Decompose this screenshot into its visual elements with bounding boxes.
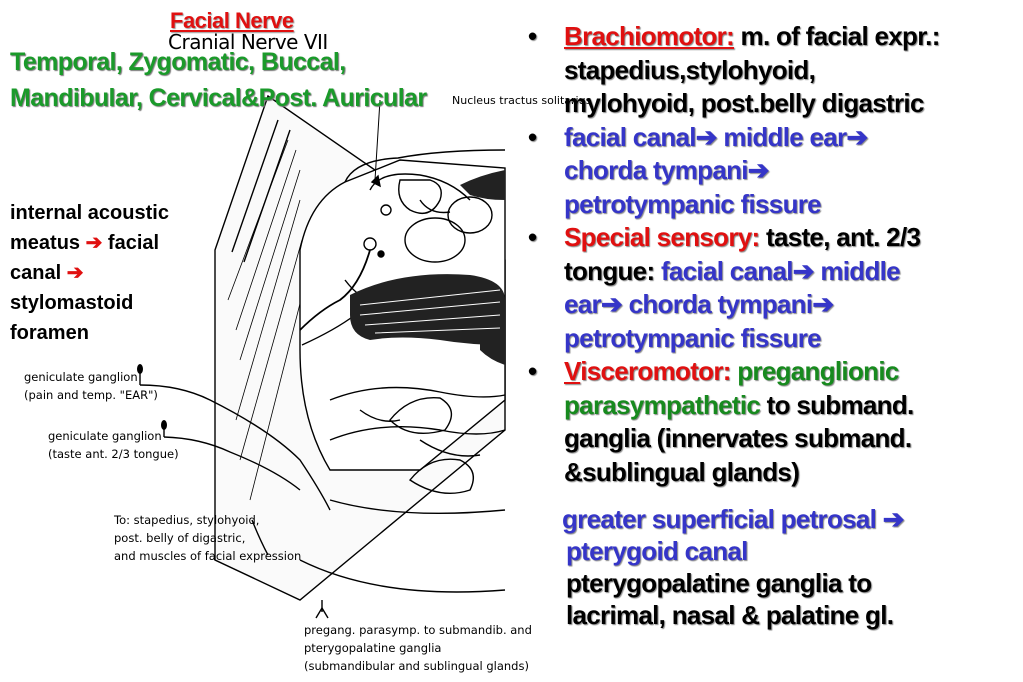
- bullet-brachiomotor: • Brachiomotor: m. of facial expr.: stap…: [528, 21, 940, 118]
- solitarius-label: Nucleus tractus solitarius: [452, 92, 592, 110]
- route-line-2: meatus ➔ facial: [10, 232, 160, 254]
- bullet-special-sensory: • Special sensory: taste, ant. 2/3 tongu…: [528, 222, 921, 353]
- bullet-icon: •: [528, 356, 537, 386]
- arrow-right-icon: ➔: [812, 289, 834, 319]
- route-line-4: stylomastoid: [10, 292, 134, 314]
- route-line-1: internal acoustic: [10, 202, 169, 224]
- route-line-5: foramen: [10, 322, 89, 344]
- arrow-right-icon: ➔: [882, 504, 905, 534]
- branches-line-1: Temporal, Zygomatic, Buccal,: [10, 48, 346, 76]
- arrow-right-icon: ➔: [85, 232, 103, 254]
- branches-text: Temporal, Zygomatic, Buccal, Mandibular,…: [10, 44, 427, 116]
- branches-line-2: Mandibular, Cervical&Post. Auricular: [10, 84, 427, 112]
- page-subtitle: Cranial Nerve VII: [168, 30, 328, 54]
- notes-list: • Brachiomotor: m. of facial expr.: stap…: [528, 20, 1018, 489]
- arrow-right-icon: ➔: [747, 155, 770, 185]
- pathway-line-4: lacrimal, nasal & palatine gl.: [566, 600, 894, 630]
- pathway-line-1: greater superficial petrosal ➔: [562, 504, 905, 534]
- pathway-line-2: pterygoid canal: [566, 536, 748, 566]
- bullet-visceromotor: • Visceromotor: preganglionic parasympat…: [528, 356, 914, 487]
- route-text: internal acoustic meatus ➔ facial canal …: [10, 198, 169, 348]
- route-line-3: canal ➔: [10, 262, 84, 284]
- arrow-right-icon: ➔: [695, 121, 718, 152]
- arrow-right-icon: ➔: [792, 255, 815, 286]
- pathway-subtext: greater superficial petrosal ➔ pterygoid…: [562, 503, 1017, 631]
- bullet-icon: •: [528, 222, 537, 252]
- bullet-facial-canal: • facial canal➔ middle ear➔ chorda tympa…: [528, 121, 868, 219]
- arrow-right-icon: ➔: [66, 262, 84, 284]
- bullet-icon: •: [528, 21, 537, 51]
- pathway-line-3: pterygopalatine ganglia to: [566, 568, 872, 598]
- arrow-right-icon: ➔: [600, 289, 623, 319]
- geniculate-taste-label: geniculate ganglion(taste ant. 2/3 tongu…: [48, 429, 179, 461]
- page-title: Facial Nerve: [170, 8, 294, 33]
- bullet-icon: •: [528, 121, 537, 152]
- geniculate-pain-label: geniculate ganglion(pain and temp. "EAR"…: [24, 370, 158, 402]
- motor-targets-label: To: stapedius, stylohyoid,post. belly of…: [114, 513, 302, 563]
- arrow-right-icon: ➔: [846, 121, 868, 152]
